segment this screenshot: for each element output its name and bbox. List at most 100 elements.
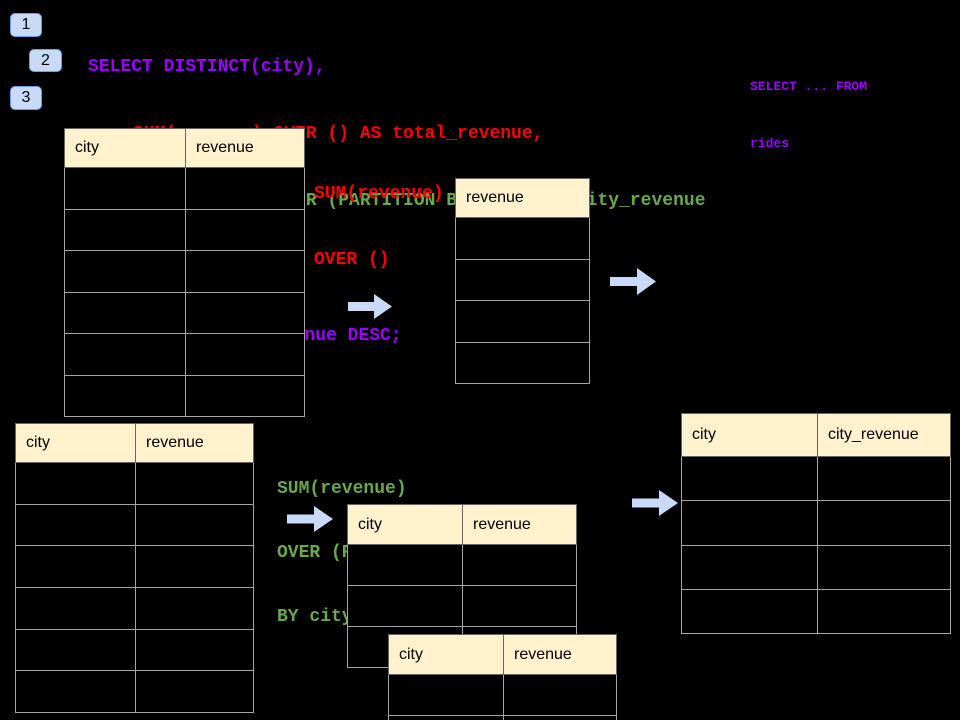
table-cell: [65, 168, 185, 209]
table-cell: [65, 376, 185, 417]
step-badge-3: 3: [10, 86, 42, 110]
table-cell: [134, 629, 253, 671]
table-cell: [184, 375, 304, 416]
right-arrow-icon: [348, 294, 392, 319]
table-row: [455, 342, 590, 384]
step-badge-1: 1: [10, 13, 42, 37]
table-row: [15, 546, 254, 589]
right-arrow-icon: [610, 268, 656, 295]
table-row: [64, 334, 305, 376]
table-cell: [65, 251, 185, 292]
sql-line-select: SELECT DISTINCT(city),: [88, 56, 326, 77]
table-cell: [16, 505, 135, 546]
table-cell: [816, 545, 950, 589]
table-header-row: city revenue: [388, 634, 617, 675]
table-row: [681, 457, 951, 502]
table-row: [681, 501, 951, 546]
table-cell: [462, 545, 576, 585]
table-row: [64, 251, 305, 293]
table-row: [455, 218, 590, 260]
annotation-line: OVER (): [314, 250, 390, 270]
annotation-sum-over-all: SUM(revenue) OVER (): [314, 139, 444, 315]
table-header-row: city revenue: [64, 128, 305, 168]
step-badge-2: 2: [29, 49, 62, 72]
table-cell: [682, 546, 817, 589]
table-row: [681, 545, 951, 590]
table-cell: [456, 301, 589, 342]
table-cell: [816, 589, 950, 633]
table-source-bottom: city revenue: [15, 423, 254, 714]
table-total-revenue: revenue: [455, 178, 590, 384]
table-cell: [184, 334, 304, 375]
table-cell: [65, 293, 185, 334]
column-header-city: city: [358, 515, 382, 533]
column-header-city: city: [399, 645, 423, 663]
table-cell: [462, 586, 576, 626]
column-header-revenue: revenue: [502, 635, 616, 674]
table-source-top: city revenue: [64, 128, 305, 417]
annotation-line: rides: [750, 136, 790, 151]
table-cell: [502, 675, 616, 715]
table-cell: [16, 463, 135, 504]
table-row: [15, 671, 254, 714]
annotation-line: SUM(revenue): [277, 478, 407, 499]
table-cell: [65, 334, 185, 375]
annotation-line: SELECT ... FROM: [750, 79, 868, 94]
table-cell: [16, 671, 135, 712]
annotation-select-from-rides: SELECT ... FROM rides: [750, 39, 867, 191]
table-cell: [456, 218, 589, 259]
table-cell: [682, 501, 817, 544]
table-header-row: city revenue: [15, 423, 254, 463]
table-cell: [65, 210, 185, 251]
table-cell: [456, 343, 589, 384]
table-cell: [134, 671, 253, 713]
table-cell: [184, 168, 304, 209]
table-cell: [134, 588, 253, 629]
table-row: [681, 589, 951, 634]
table-cell: [348, 586, 462, 626]
table-cell: [389, 675, 503, 715]
column-header-city-revenue: city_revenue: [816, 414, 950, 456]
table-row: [64, 375, 305, 417]
column-header-city: city: [26, 434, 50, 451]
table-row: [388, 675, 617, 716]
table-row: [15, 504, 254, 547]
table-header-row: city city_revenue: [681, 413, 951, 457]
column-header-city: city: [692, 426, 716, 443]
table-cell: [816, 501, 950, 545]
table-row: [347, 586, 577, 627]
table-cell: [134, 463, 253, 504]
column-header-city: city: [75, 139, 99, 156]
table-row: [388, 716, 617, 720]
table-row: [15, 463, 254, 505]
table-partition-back: city revenue: [388, 634, 617, 720]
table-cell: [816, 457, 950, 501]
table-row: [64, 209, 305, 251]
table-cell: [134, 504, 253, 546]
table-body: [681, 457, 951, 634]
column-header-revenue: revenue: [134, 424, 253, 462]
table-row: [15, 588, 254, 630]
table-cell: [184, 251, 304, 292]
table-cell: [456, 260, 589, 301]
table-body: [388, 675, 617, 720]
table-cell: [502, 716, 616, 720]
table-cell: [184, 209, 304, 250]
table-cell: [348, 545, 462, 585]
table-row: [455, 301, 590, 343]
column-header-revenue: revenue: [462, 505, 576, 544]
table-row: [64, 168, 305, 210]
table-body: [64, 168, 305, 417]
column-header-revenue: revenue: [184, 129, 304, 167]
table-row: [64, 292, 305, 334]
table-cell: [16, 630, 135, 671]
right-arrow-icon: [287, 506, 333, 532]
table-result: city city_revenue: [681, 413, 951, 634]
table-row: [347, 545, 577, 586]
table-row: [455, 259, 590, 301]
table-row: [15, 629, 254, 672]
table-cell: [134, 546, 253, 588]
column-header-revenue: revenue: [466, 189, 524, 206]
table-header-row: revenue: [455, 178, 590, 218]
table-cell: [16, 588, 135, 629]
